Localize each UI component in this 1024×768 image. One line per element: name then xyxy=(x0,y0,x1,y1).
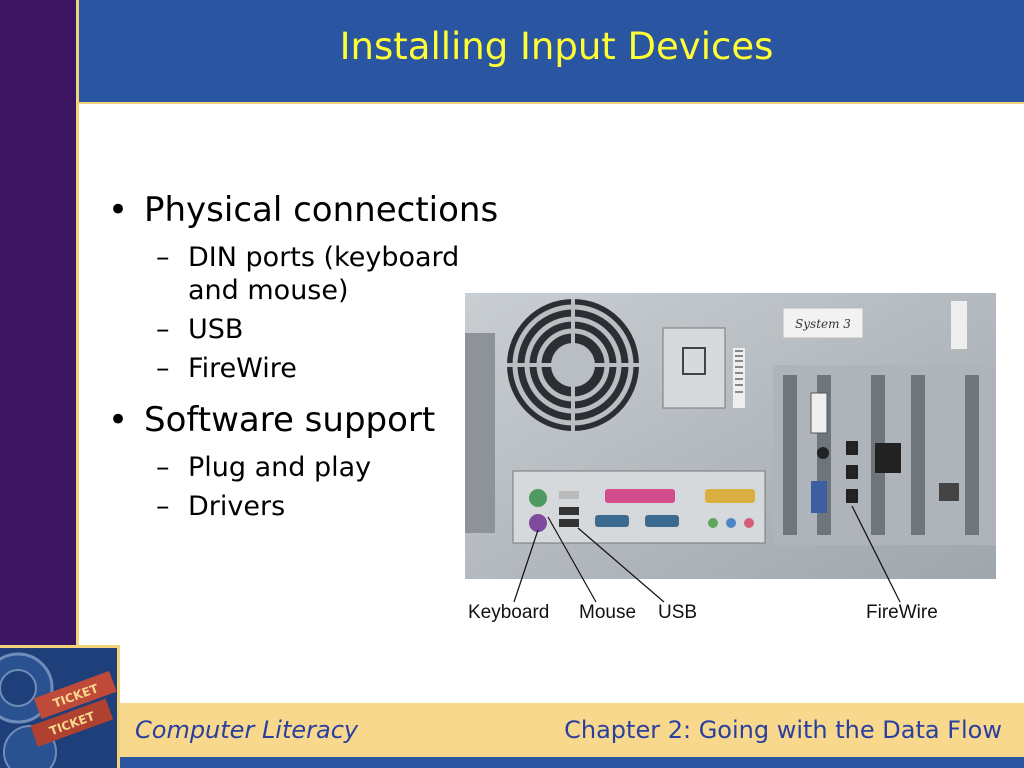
label-mouse: Mouse xyxy=(579,602,637,623)
sub-bullet-drivers: –Drivers xyxy=(156,491,286,522)
bullet-software-support: Software support xyxy=(108,395,508,445)
sidebar-accent-line xyxy=(76,0,79,645)
ps2-mouse-port xyxy=(529,489,547,507)
label-firewire: FireWire xyxy=(866,602,938,623)
left-sidebar xyxy=(0,0,76,768)
usb-port xyxy=(559,507,579,515)
logo-tickets-image: TICKET TICKET xyxy=(0,645,120,768)
sub-bullet-plug-and-play: –Plug and play xyxy=(156,452,372,483)
sub-bullet-din-ports: –DIN ports (keyboard and mouse) xyxy=(156,242,460,306)
title-bar xyxy=(79,0,1024,102)
footer-chapter-title: Chapter 2: Going with the Data Flow xyxy=(564,716,1002,744)
title-underline xyxy=(79,102,1024,104)
computer-back-panel-photo: System 3 xyxy=(465,293,996,579)
footer-course-title: Computer Literacy xyxy=(135,716,359,744)
bullet-physical-connections: Physical connections xyxy=(108,185,508,235)
slide-title: Installing Input Devices xyxy=(339,25,774,68)
footer-bar xyxy=(120,703,1024,757)
io-panel xyxy=(512,470,766,544)
ps2-keyboard-port xyxy=(529,514,547,532)
sub-bullet-firewire: –FireWire xyxy=(156,353,297,384)
footer-rule xyxy=(120,757,1024,768)
bullet-list: Physical connections –DIN ports (keyboar… xyxy=(108,185,508,529)
system-sticker-text: System 3 xyxy=(795,317,851,331)
label-keyboard: Keyboard xyxy=(468,602,550,623)
fan-grill xyxy=(507,299,639,431)
label-usb: USB xyxy=(658,602,698,623)
usb-port xyxy=(559,519,579,527)
sub-bullet-usb: –USB xyxy=(156,314,244,345)
